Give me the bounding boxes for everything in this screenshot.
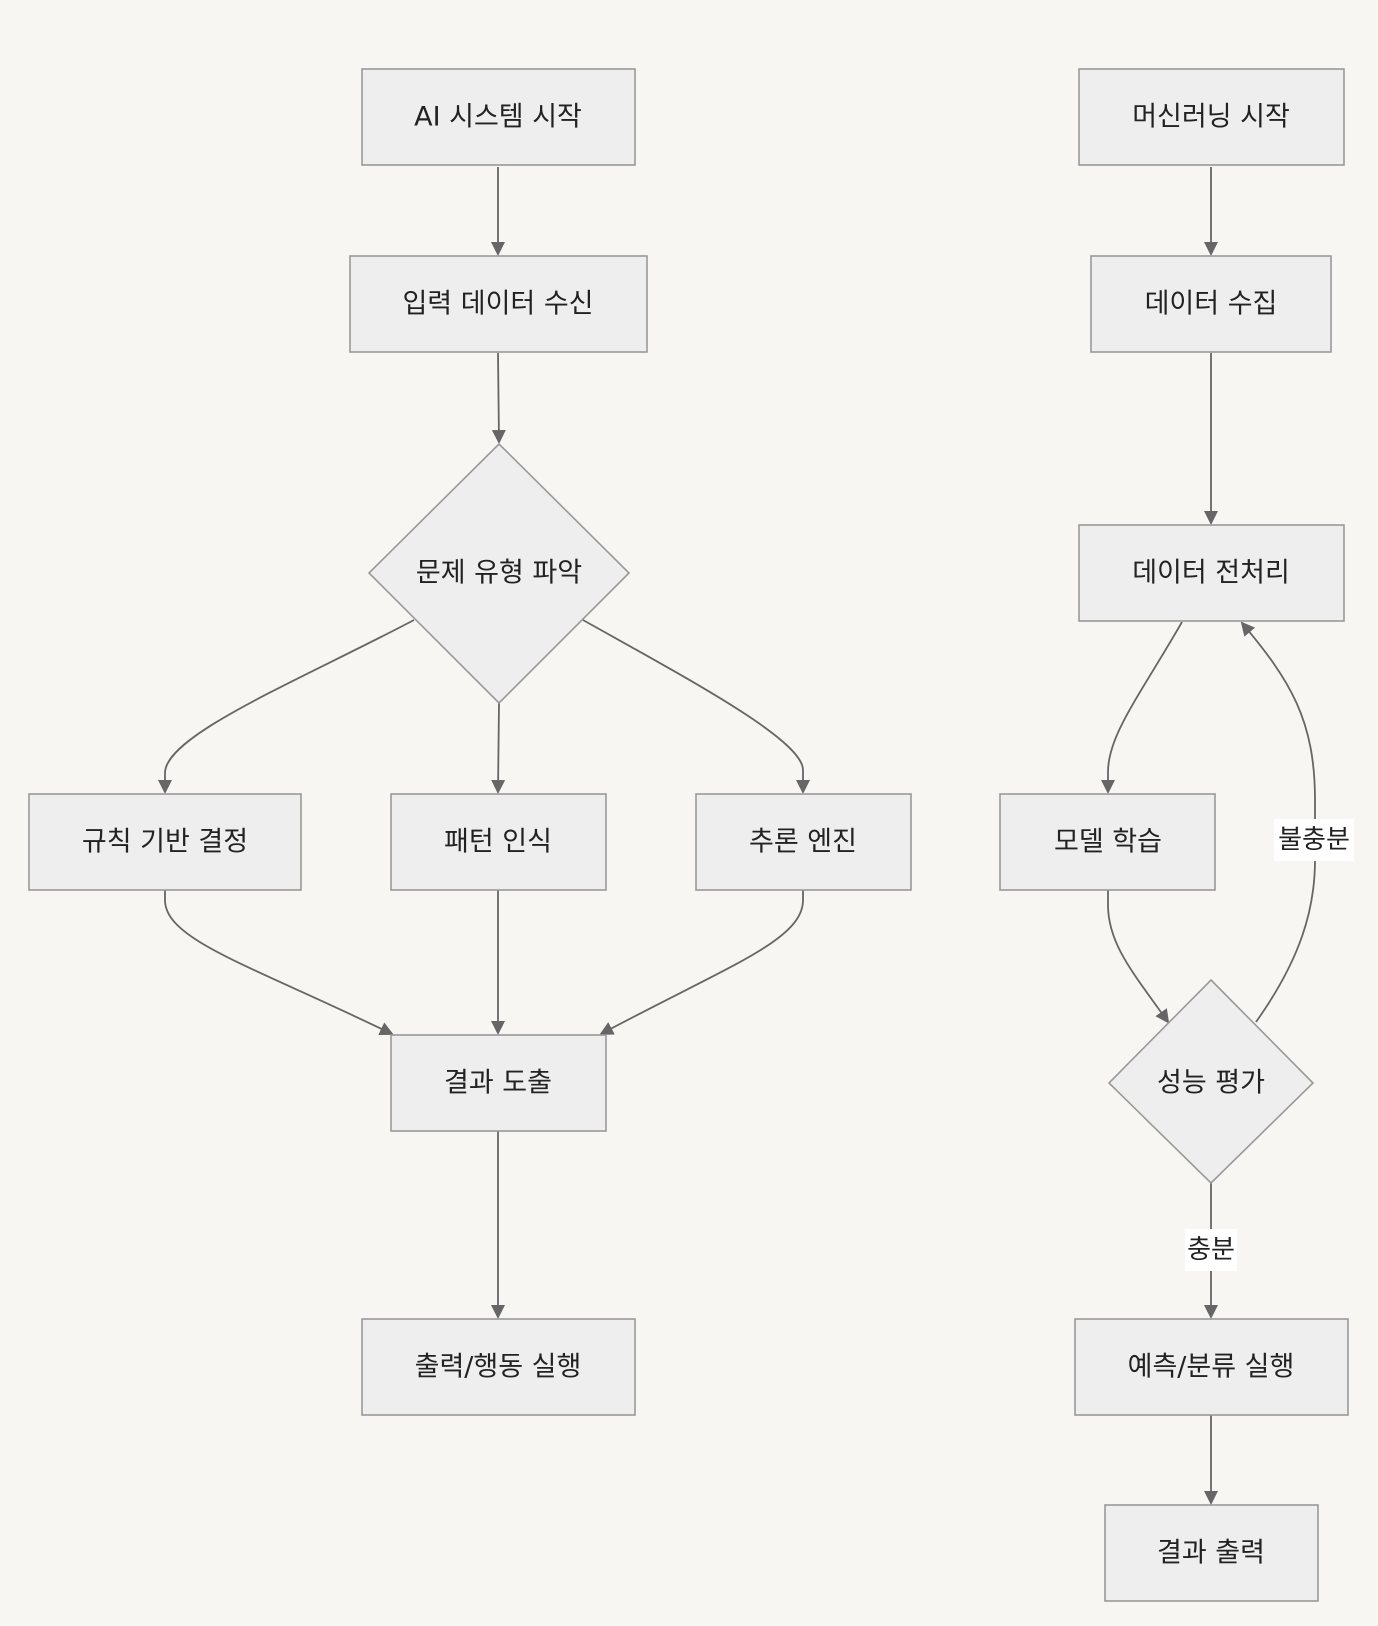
node-ai-decision: 문제 유형 파악	[367, 442, 631, 705]
node-ai-pattern-label: 패턴 인식	[444, 827, 552, 858]
edge-label-sufficient-text: 충분	[1187, 1235, 1235, 1265]
node-ai-start: AI 시스템 시작	[361, 68, 636, 166]
node-ml-collect: 데이터 수집	[1090, 255, 1332, 353]
node-ai-pattern: 패턴 인식	[390, 793, 607, 891]
edge-ai-decision-to-rule	[158, 619, 415, 794]
node-ml-start: 머신러닝 시작	[1078, 68, 1345, 166]
node-ai-output-label: 출력/행동 실행	[415, 1352, 582, 1383]
node-ai-result: 결과 도출	[390, 1034, 607, 1132]
node-ai-rule-based: 규칙 기반 결정	[28, 793, 302, 891]
edge-ai-inference-to-result	[599, 890, 804, 1035]
node-ml-evaluate: 성능 평가	[1107, 978, 1315, 1185]
edge-ml-evaluate-to-preprocess	[1240, 621, 1316, 1023]
node-ai-input-label: 입력 데이터 수신	[402, 289, 593, 320]
node-ai-input: 입력 데이터 수신	[349, 255, 648, 353]
node-ml-result-label: 결과 출력	[1157, 1538, 1265, 1569]
node-ml-start-label: 머신러닝 시작	[1132, 102, 1290, 133]
edge-label-sufficient: 충분	[1185, 1229, 1237, 1271]
edge-ml-train-to-evaluate	[1107, 890, 1170, 1024]
node-ai-output: 출력/행동 실행	[361, 1318, 636, 1416]
node-ai-start-label: AI 시스템 시작	[414, 102, 582, 133]
edge-ai-input-to-decision	[491, 352, 506, 444]
node-ml-collect-label: 데이터 수집	[1145, 289, 1278, 320]
node-ml-train: 모델 학습	[999, 793, 1216, 891]
node-ml-train-label: 모델 학습	[1054, 827, 1162, 858]
node-ml-preprocess: 데이터 전처리	[1078, 524, 1345, 622]
node-ml-evaluate-label: 성능 평가	[1157, 1068, 1265, 1099]
node-ai-result-label: 결과 도출	[444, 1068, 552, 1099]
edge-label-insufficient-text: 불충분	[1278, 825, 1350, 855]
edge-ai-decision-to-inference	[582, 619, 810, 794]
node-ml-predict-label: 예측/분류 실행	[1128, 1352, 1295, 1383]
edge-label-insufficient: 불충분	[1274, 819, 1354, 861]
edge-ai-decision-to-pattern	[491, 702, 506, 794]
edge-ai-rule-to-result	[164, 890, 394, 1036]
edge-ml-preprocess-to-train	[1101, 621, 1183, 794]
node-ml-preprocess-label: 데이터 전처리	[1132, 558, 1290, 589]
node-ai-decision-label: 문제 유형 파악	[416, 558, 582, 589]
node-ai-inference-label: 추론 엔진	[749, 827, 857, 858]
node-ml-predict: 예측/분류 실행	[1074, 1318, 1349, 1416]
node-ai-rule-based-label: 규칙 기반 결정	[82, 827, 248, 858]
node-ai-inference: 추론 엔진	[695, 793, 912, 891]
node-ml-result: 결과 출력	[1104, 1504, 1319, 1602]
